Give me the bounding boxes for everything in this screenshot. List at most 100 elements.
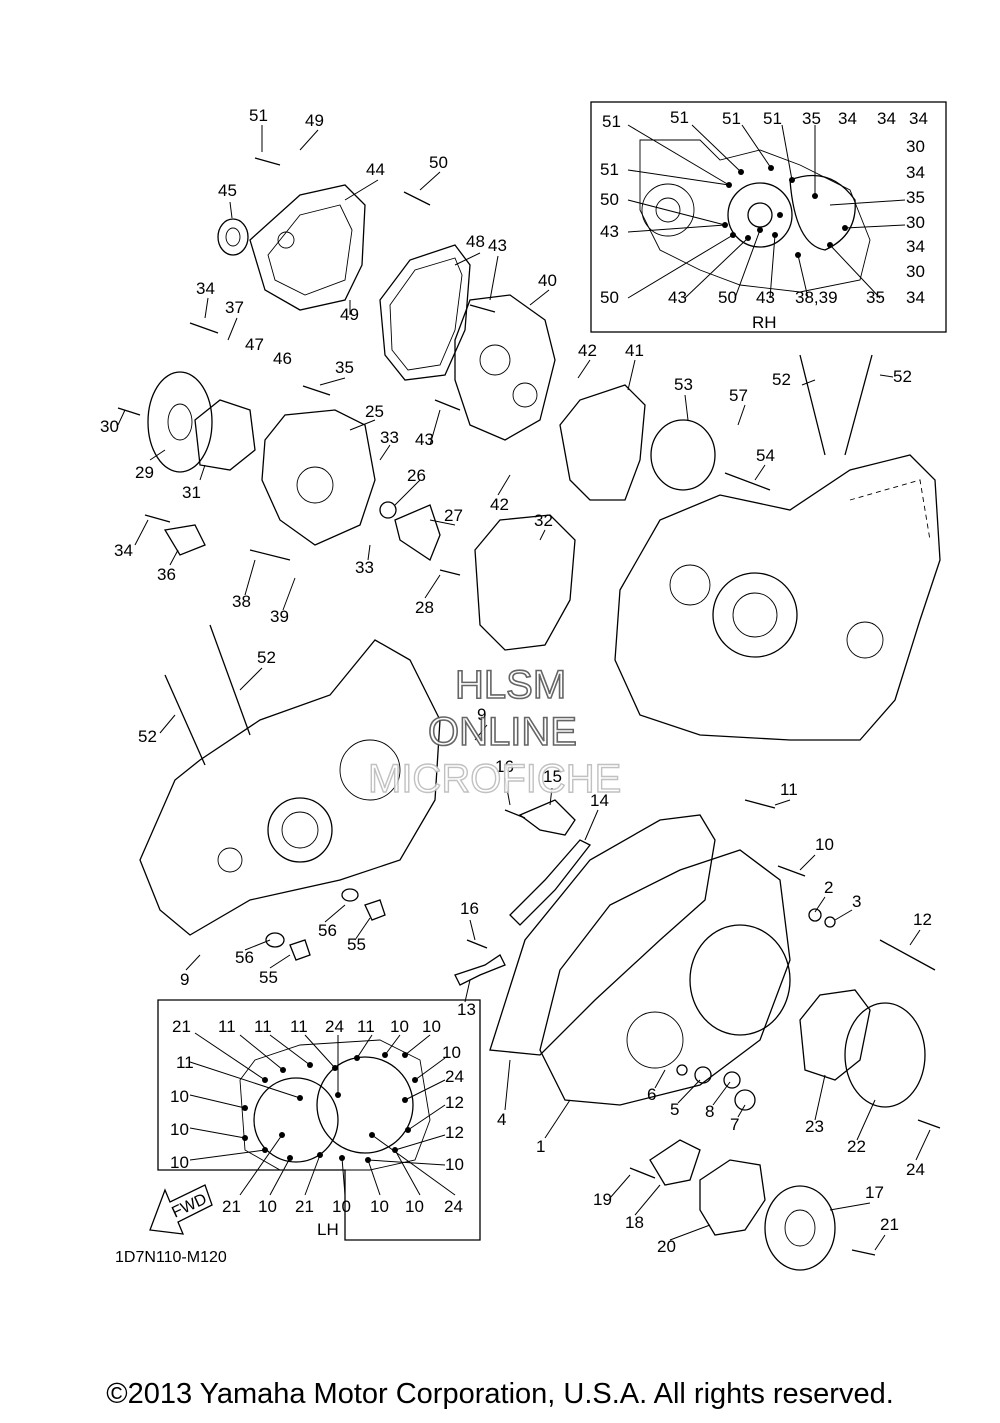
- part-callout: 2: [824, 878, 833, 897]
- part-callout: 27: [444, 506, 463, 525]
- lh-callout: 11: [290, 1017, 308, 1036]
- lh-callout: 11: [357, 1017, 375, 1036]
- lh-bolt-points: [242, 1052, 418, 1163]
- lh-inset-frame: [157, 999, 481, 1241]
- rh-callout: 50: [600, 288, 619, 307]
- part-callout: 31: [182, 483, 201, 502]
- part-callout: 20: [657, 1237, 676, 1256]
- lh-callout: 12: [445, 1123, 464, 1142]
- part-callout: 33: [355, 558, 374, 577]
- part-callout: 9: [477, 705, 486, 724]
- lh-callout: 10: [170, 1153, 189, 1172]
- lh-callout: 10: [442, 1043, 461, 1062]
- lh-callout: 10: [170, 1087, 189, 1106]
- lh-inset-title: LH: [317, 1220, 339, 1239]
- lh-callout-labels: 21 11 11 11 24 11 10 10 10 24 12 12 10 2…: [170, 1017, 464, 1239]
- part-callout: 36: [157, 565, 176, 584]
- lh-callout: 11: [176, 1053, 194, 1072]
- part-callout: 12: [913, 910, 932, 929]
- part-leader-lines: [117, 125, 931, 1251]
- right-crankcase-body: [614, 454, 941, 741]
- part-callout: 40: [538, 271, 557, 290]
- part-callout: 56: [235, 948, 254, 967]
- oring-53: [650, 419, 716, 491]
- part-callout: 24: [906, 1160, 925, 1179]
- rh-callout: 43: [600, 222, 619, 241]
- rh-callout: 34: [838, 109, 857, 128]
- part-callout: 18: [625, 1213, 644, 1232]
- lh-callout: 10: [258, 1197, 277, 1216]
- part-callout: 7: [730, 1115, 739, 1134]
- part-callout: 50: [429, 153, 448, 172]
- right-crankcase: [614, 454, 941, 741]
- rh-inset-frame: [590, 101, 947, 333]
- part-callout: 15: [543, 767, 562, 786]
- clip-36: [163, 524, 206, 556]
- plate-29: [147, 371, 213, 473]
- seal-45: [217, 218, 249, 256]
- plate-18: [649, 1139, 701, 1186]
- left-crankcase: [139, 624, 441, 961]
- part-callout: 1: [536, 1137, 545, 1156]
- gasket-14: [509, 839, 591, 926]
- rh-callout: 30: [906, 137, 925, 156]
- part-callout: 35: [335, 358, 354, 377]
- rh-callout: 34: [906, 163, 925, 182]
- rh-callout: 50: [718, 288, 737, 307]
- part-callout: 52: [772, 370, 791, 389]
- cover-40: [454, 294, 556, 441]
- part-15: [518, 799, 576, 836]
- part-callout: 21: [880, 1215, 899, 1234]
- stud-52: [844, 354, 873, 456]
- part-callout: 44: [366, 160, 385, 179]
- part-callout: 16: [495, 757, 514, 776]
- gasket-23: [799, 989, 871, 1081]
- bolts-lower: [466, 799, 941, 1256]
- part-callout: 42: [490, 495, 509, 514]
- gasket-48: [379, 244, 471, 381]
- part-31: [194, 399, 256, 471]
- part-callout: 34: [114, 541, 133, 560]
- part-callout: 43: [488, 236, 507, 255]
- bracket-27: [394, 504, 441, 561]
- part-callout: 28: [415, 598, 434, 617]
- part-callout: 19: [593, 1190, 612, 1209]
- lh-callout: 10: [170, 1120, 189, 1139]
- rh-callout: 34: [906, 288, 925, 307]
- rh-inset: 51 51 51 51 35 34 34 34 30 34 35 30 34 3…: [590, 101, 947, 333]
- part-callout: 56: [318, 921, 337, 940]
- lh-callout: 24: [445, 1067, 464, 1086]
- part-callout: 51: [249, 106, 268, 125]
- lh-callout: 10: [390, 1017, 409, 1036]
- part-callout: 52: [138, 727, 157, 746]
- rh-callout: 35: [866, 288, 885, 307]
- part-callout: 8: [705, 1102, 714, 1121]
- cover-1: [539, 849, 791, 1106]
- rh-callout: 51: [670, 108, 689, 127]
- part-callout: 17: [865, 1183, 884, 1202]
- part-callout: 39: [270, 607, 289, 626]
- part-callout: 10: [815, 835, 834, 854]
- part-callout: 34: [196, 279, 215, 298]
- watermark: HLSM ONLINE MICROFICHE: [367, 662, 622, 802]
- lower-cover-group: [454, 799, 941, 1271]
- part-20: [699, 1159, 766, 1236]
- rh-callout: 35: [906, 188, 925, 207]
- lh-callout: 21: [295, 1197, 314, 1216]
- lh-callout: 10: [332, 1197, 351, 1216]
- part-17: [764, 1185, 836, 1271]
- part-callout: 52: [257, 648, 276, 667]
- part-callout-labels: 1 2 3 4 5 6 7 8 9 9 10 11 12 13 14 15 16…: [100, 106, 932, 1256]
- part-callout: 48: [466, 232, 485, 251]
- rh-case-outline: [639, 139, 871, 293]
- part-callout: 37: [225, 298, 244, 317]
- fwd-arrow: FWD: [149, 1184, 213, 1235]
- part-callout: 49: [305, 111, 324, 130]
- rh-callout: 30: [906, 213, 925, 232]
- part-callout: 53: [674, 375, 693, 394]
- part-callout: 32: [534, 511, 553, 530]
- gasket-32: [474, 514, 576, 651]
- part-callout: 5: [670, 1100, 679, 1119]
- rh-callout: 34: [909, 109, 928, 128]
